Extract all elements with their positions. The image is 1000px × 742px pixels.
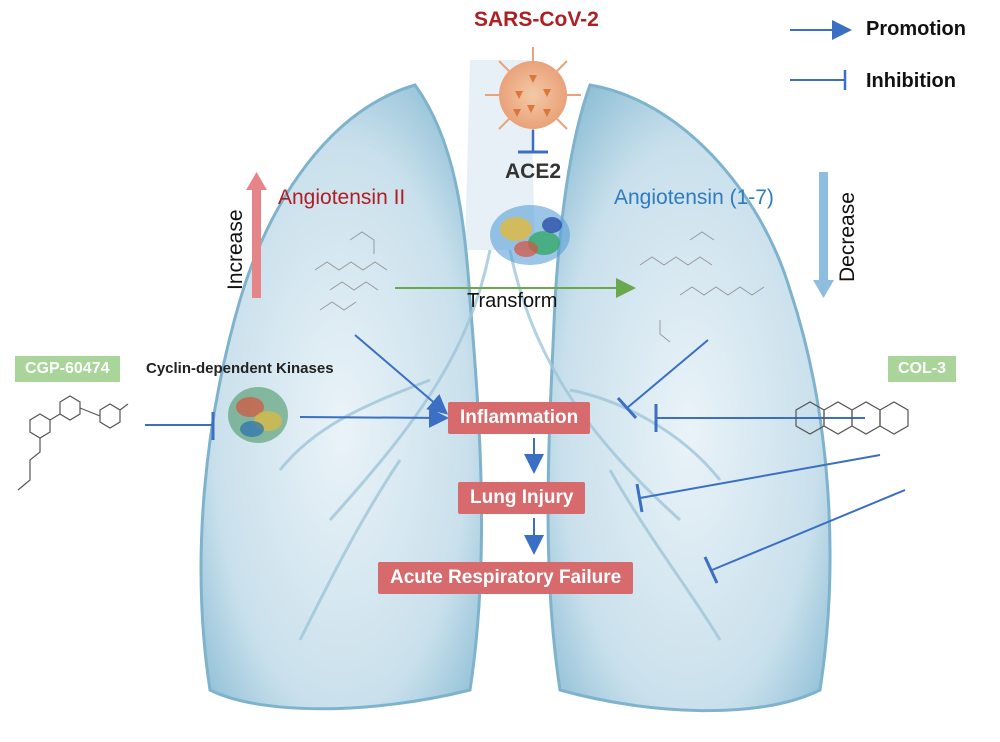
decrease-label: Decrease [836,192,859,282]
right-lung [546,83,832,713]
cdk-protein-icon [228,387,288,443]
drug-badge-cgp-60474: CGP-60474 [15,356,120,382]
outcome-acute-respiratory-failure: Acute Respiratory Failure [378,562,634,594]
angiotensin-ii-label: Angiotensin II [278,186,406,209]
transform-label: Transform [467,290,558,312]
angiotensin-ii-structure [314,231,388,311]
increase-label: Increase [224,209,247,290]
angii-promotes-inflammation [354,334,449,415]
col-3-structure [795,401,909,435]
decrease-arrow-head [813,280,834,298]
increase-arrow-shaft [252,188,261,298]
outcome-inflammation: Inflammation [448,402,591,434]
virus-icon [485,47,581,143]
ace2-label: ACE2 [505,160,562,183]
drug-badge-col-3: COL-3 [888,356,956,382]
cgp-60474-structure [17,395,129,491]
col3-inhibits-arf [711,489,906,571]
col3-inhibits-lung-injury [639,454,881,499]
virus-label: SARS-CoV-2 [474,8,599,31]
cdk-label: Cyclin-dependent Kinases [146,360,334,377]
legend-promotion-label: Promotion [866,18,966,40]
legend-inhibition-label: Inhibition [866,70,956,92]
cdk-promotes-inflammation [299,407,449,428]
increase-arrow-head [246,172,267,190]
outcome-lung-injury: Lung Injury [458,482,586,514]
angiotensin-1-7-structure [639,231,765,343]
decrease-arrow-shaft [819,172,828,282]
ang17-inhibits-inflammation [626,339,709,409]
protein-structure-icon [490,205,570,265]
angiotensin-1-7-label: Angiotensin (1-7) [614,186,774,209]
